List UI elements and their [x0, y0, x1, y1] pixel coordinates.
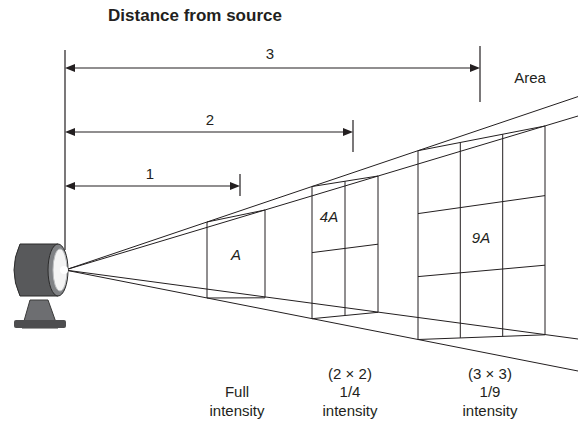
grid-line	[418, 196, 545, 214]
ray	[65, 270, 578, 339]
grid-line	[312, 244, 378, 252]
tick-3	[479, 46, 480, 102]
lamp-lens	[53, 249, 67, 291]
tick-1	[239, 174, 240, 196]
lamp-base	[14, 320, 66, 328]
ray	[65, 270, 578, 371]
area-value: A	[229, 245, 243, 264]
lamp-glow	[60, 266, 68, 274]
arrowhead	[65, 128, 75, 136]
arrowhead	[343, 128, 353, 136]
lamp-rim	[48, 244, 68, 296]
arrowhead	[65, 64, 75, 72]
grid-line	[460, 143, 461, 338]
arrowhead	[470, 64, 480, 72]
distance-number: 2	[206, 110, 214, 129]
area-panels	[207, 126, 545, 340]
dimension-2	[72, 131, 346, 132]
light-rays	[65, 97, 578, 371]
arrowhead	[230, 182, 240, 190]
distance-number: 3	[266, 44, 274, 63]
distance-number: 1	[146, 164, 154, 183]
grid-line	[502, 134, 503, 336]
dimension-1	[72, 185, 233, 186]
lamp-icon	[14, 244, 68, 328]
dimension-3	[72, 67, 473, 68]
intensity-label: 1/4 intensity	[310, 382, 390, 420]
area-value: 9A	[470, 228, 492, 247]
grid-line	[418, 265, 545, 276]
intensity-label: Full intensity	[197, 382, 277, 420]
ray	[65, 97, 578, 270]
intensity-label: 1/9 intensity	[450, 382, 530, 420]
diagram-title: Distance from source	[108, 6, 282, 26]
panel-1	[207, 210, 265, 298]
origin-line	[64, 50, 65, 250]
panel-9	[418, 126, 545, 340]
area-value: 4A	[318, 207, 340, 226]
area-factor: (2 × 2)	[328, 364, 372, 383]
panel-4	[312, 176, 378, 319]
area-label: Area	[514, 68, 546, 87]
tick-2	[352, 120, 353, 152]
arrowhead	[65, 182, 75, 190]
area-factor: (3 × 3)	[468, 364, 512, 383]
ray	[65, 116, 578, 270]
